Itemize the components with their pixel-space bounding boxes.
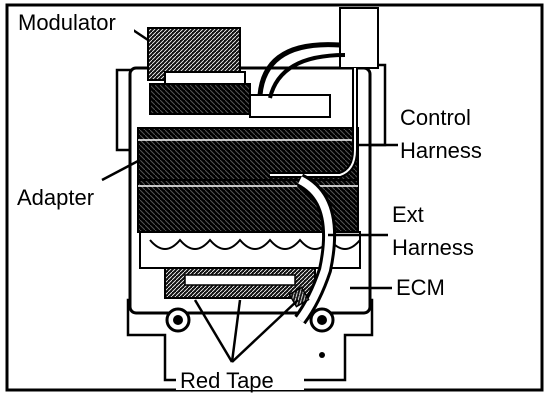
ecm-label: ECM: [396, 275, 445, 300]
red-tape-patch: [288, 286, 310, 308]
red-tape-label: Red Tape: [180, 368, 274, 393]
upper-connector: [149, 83, 251, 115]
red-tape-leader-1: [193, 299, 234, 363]
adapter-label: Adapter: [17, 185, 94, 210]
red-tape-leader-2: [230, 299, 242, 363]
fin-ring: [139, 231, 361, 269]
upper-housing: [249, 94, 331, 118]
adapter-leader: [101, 158, 141, 182]
modulator-label: Modulator: [18, 10, 116, 35]
ext-harness-label-line1: Ext: [392, 202, 424, 227]
control-harness-label-line2: Harness: [400, 138, 482, 163]
red-tape-leader-3: [231, 299, 299, 363]
control-harness-label-line1: Control: [400, 105, 471, 130]
plate-hole: [319, 352, 325, 358]
ext-harness-label-line2: Harness: [392, 235, 474, 260]
control-harness-cable: [339, 7, 379, 69]
